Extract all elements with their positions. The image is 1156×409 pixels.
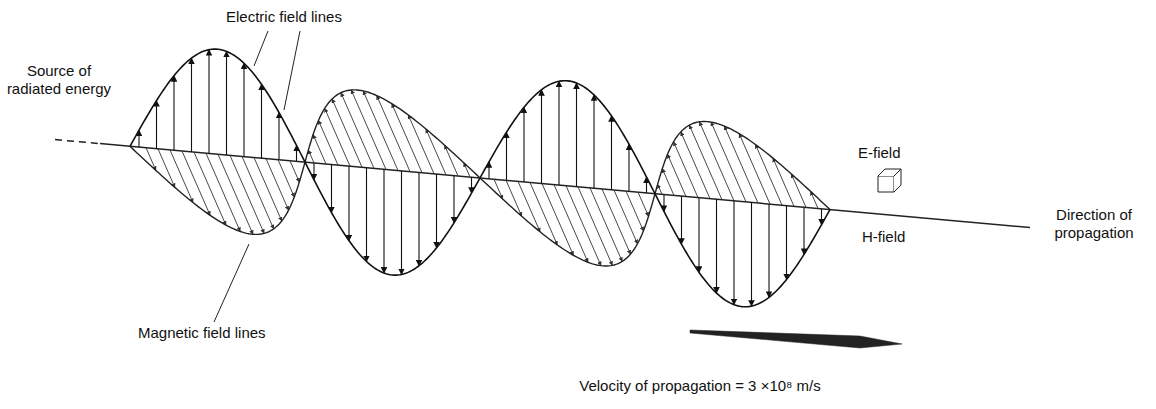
electric-vector xyxy=(698,198,699,273)
magnetic-vector xyxy=(290,161,299,182)
electric-vector xyxy=(541,90,542,184)
magnetic-vector xyxy=(506,180,522,216)
electric-vector xyxy=(191,58,192,152)
electric-vector xyxy=(523,107,524,182)
magnetic-vector xyxy=(791,174,806,207)
magnetic-vector xyxy=(638,192,649,216)
magnetic-vector xyxy=(146,148,156,171)
electric-vector xyxy=(593,95,594,188)
magnetic-vector xyxy=(530,182,557,245)
electric-vector xyxy=(576,83,577,187)
magnetic-vector xyxy=(658,184,662,194)
electric-vector xyxy=(453,176,454,223)
velocity-arrow xyxy=(690,330,902,348)
callout-label: Magnetic field lines xyxy=(138,324,338,342)
magnetic-vector xyxy=(699,122,734,201)
magnetic-vector xyxy=(662,169,674,196)
magnetic-vector xyxy=(254,158,282,221)
electric-vector xyxy=(786,206,787,280)
magnetic-vector xyxy=(325,108,350,166)
electric-vector xyxy=(768,204,769,297)
magnetic-vector xyxy=(426,129,446,175)
magnetic-vectors xyxy=(146,90,818,266)
magnetic-vector xyxy=(266,159,289,211)
axis-label: E-field xyxy=(858,144,928,162)
callout-label: Electric field lines xyxy=(226,8,386,26)
electric-vector xyxy=(418,172,419,265)
cube-face xyxy=(878,176,894,192)
electric-vector xyxy=(226,51,227,155)
leader-line xyxy=(254,31,268,66)
propagation-axis xyxy=(100,144,1030,228)
electric-vector xyxy=(628,144,629,191)
magnetic-vector xyxy=(332,99,362,167)
electric-vector xyxy=(733,201,734,305)
magnetic-vector xyxy=(313,135,326,164)
electric-vector xyxy=(366,168,367,262)
source-dashed-line xyxy=(55,140,100,144)
electric-vector xyxy=(138,130,139,147)
magnetic-vector xyxy=(614,190,637,244)
electric-field-curve xyxy=(130,49,830,307)
electric-vector xyxy=(751,202,752,306)
leader-lines xyxy=(214,31,300,322)
source-label: Source of radiated energy xyxy=(2,62,116,98)
electric-vector xyxy=(716,199,717,293)
electric-vector xyxy=(348,166,349,241)
electric-vector xyxy=(278,113,279,160)
leader-line xyxy=(284,31,300,110)
magnetic-vector xyxy=(755,144,782,205)
magnetic-vector xyxy=(674,142,698,198)
direction-label: Direction of propagation xyxy=(1040,206,1148,242)
magnetic-vector xyxy=(318,120,338,165)
magnetic-vector xyxy=(668,154,686,196)
velocity-label: Velocity of propagation = 3 ×10⁸ m/s xyxy=(540,377,860,395)
cube-face xyxy=(894,169,901,192)
orientation-cube xyxy=(878,169,901,192)
electric-vector xyxy=(313,163,314,180)
magnetic-vector xyxy=(408,115,434,174)
electric-vector xyxy=(803,207,804,254)
electric-vector xyxy=(558,81,559,185)
electric-vector xyxy=(488,162,489,179)
magnetic-vector xyxy=(363,91,398,171)
magnetic-vector xyxy=(494,179,503,199)
electric-vector xyxy=(173,76,174,151)
electric-vector xyxy=(208,50,209,154)
electric-vector xyxy=(436,174,437,248)
electric-vector xyxy=(663,195,664,212)
electric-vector xyxy=(611,116,612,190)
electric-vector xyxy=(261,84,262,158)
electric-vector xyxy=(506,132,507,180)
magnetic-vector xyxy=(626,191,643,231)
electric-vector xyxy=(243,63,244,156)
magnetic-vector xyxy=(578,187,612,266)
magnetic-vector xyxy=(218,154,253,234)
electric-vector xyxy=(156,101,157,149)
magnetic-vector xyxy=(308,150,314,163)
magnetic-vector xyxy=(445,145,458,176)
magnetic-vector xyxy=(602,189,630,254)
electric-vector xyxy=(681,196,682,244)
leader-line xyxy=(214,244,249,322)
axis-label: H-field xyxy=(862,228,932,246)
electric-vector xyxy=(383,169,384,273)
magnetic-vector xyxy=(351,90,386,169)
magnetic-vector xyxy=(681,132,710,199)
electric-vector xyxy=(401,171,402,275)
magnetic-vector xyxy=(773,158,794,206)
electric-vector xyxy=(821,209,822,225)
magnetic-vector xyxy=(170,150,193,203)
electric-vector xyxy=(331,165,332,213)
electric-vector xyxy=(471,177,472,193)
magnetic-vector xyxy=(518,181,540,231)
